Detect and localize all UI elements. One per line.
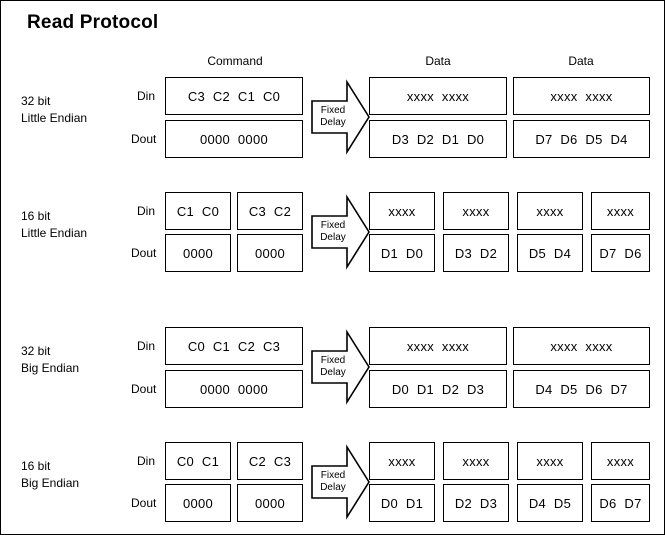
data-din-cell: xxxx xxxx: [369, 327, 507, 365]
row-mode-label-line2: Big Endian: [21, 476, 80, 490]
row-mode-label-line1: 32 bit: [21, 94, 51, 108]
data-dout-cell: D7 D6 D5 D4: [513, 120, 650, 158]
data-din-cell: xxxx: [369, 192, 435, 230]
data-din-cell: xxxx: [591, 442, 650, 480]
data-dout-cell: D3 D2 D1 D0: [369, 120, 507, 158]
signal-label-dout: Dout: [131, 246, 157, 260]
fixed-delay-arrow: Fixed Delay: [311, 444, 371, 520]
fixed-delay-arrow: Fixed Delay: [311, 329, 371, 405]
command-din-cell: C0 C1: [165, 442, 231, 480]
row-mode-label-line2: Little Endian: [21, 111, 88, 125]
data-dout-cell: D6 D7: [591, 484, 650, 522]
signal-label-dout: Dout: [131, 496, 157, 510]
command-dout-cell: 0000: [165, 234, 231, 272]
row-mode-label-line2: Little Endian: [21, 226, 88, 240]
signal-label-din: Din: [137, 339, 156, 353]
data-din-cell: xxxx xxxx: [369, 77, 507, 115]
data-din-cell: xxxx: [517, 442, 583, 480]
data-dout-cell: D5 D4: [517, 234, 583, 272]
command-dout-cell: 0000 0000: [165, 370, 303, 408]
command-dout-cell: 0000 0000: [165, 120, 303, 158]
data-din-cell: xxxx: [443, 192, 509, 230]
command-din-cell: C3 C2 C1 C0: [165, 77, 303, 115]
signal-label-dout: Dout: [131, 382, 157, 396]
data-dout-cell: D0 D1 D2 D3: [369, 370, 507, 408]
column-header: Command: [207, 54, 263, 68]
row-mode-label-line1: 32 bit: [21, 344, 51, 358]
signal-label-din: Din: [137, 89, 156, 103]
column-header: Data: [568, 54, 594, 68]
row-mode-label-line1: 16 bit: [21, 209, 51, 223]
command-din-cell: C3 C2: [237, 192, 303, 230]
command-dout-cell: 0000: [237, 484, 303, 522]
row-mode-label-line2: Big Endian: [21, 361, 80, 375]
data-dout-cell: D4 D5 D6 D7: [513, 370, 650, 408]
page-title: Read Protocol: [27, 12, 159, 33]
data-dout-cell: D1 D0: [369, 234, 435, 272]
command-dout-cell: 0000: [165, 484, 231, 522]
data-din-cell: xxxx xxxx: [513, 327, 650, 365]
signal-label-dout: Dout: [131, 132, 157, 146]
data-din-cell: xxxx: [517, 192, 583, 230]
data-dout-cell: D3 D2: [443, 234, 509, 272]
data-dout-cell: D7 D6: [591, 234, 650, 272]
column-header: Data: [425, 54, 451, 68]
data-din-cell: xxxx: [443, 442, 509, 480]
data-dout-cell: D0 D1: [369, 484, 435, 522]
data-dout-cell: D2 D3: [443, 484, 509, 522]
fixed-delay-arrow: Fixed Delay: [311, 194, 371, 270]
fixed-delay-arrow: Fixed Delay: [311, 79, 371, 155]
signal-label-din: Din: [137, 454, 156, 468]
command-din-cell: C0 C1 C2 C3: [165, 327, 303, 365]
data-dout-cell: D4 D5: [517, 484, 583, 522]
command-din-cell: C1 C0: [165, 192, 231, 230]
data-din-cell: xxxx: [369, 442, 435, 480]
command-dout-cell: 0000: [237, 234, 303, 272]
data-din-cell: xxxx: [591, 192, 650, 230]
row-mode-label-line1: 16 bit: [21, 459, 51, 473]
command-din-cell: C2 C3: [237, 442, 303, 480]
signal-label-din: Din: [137, 204, 156, 218]
data-din-cell: xxxx xxxx: [513, 77, 650, 115]
